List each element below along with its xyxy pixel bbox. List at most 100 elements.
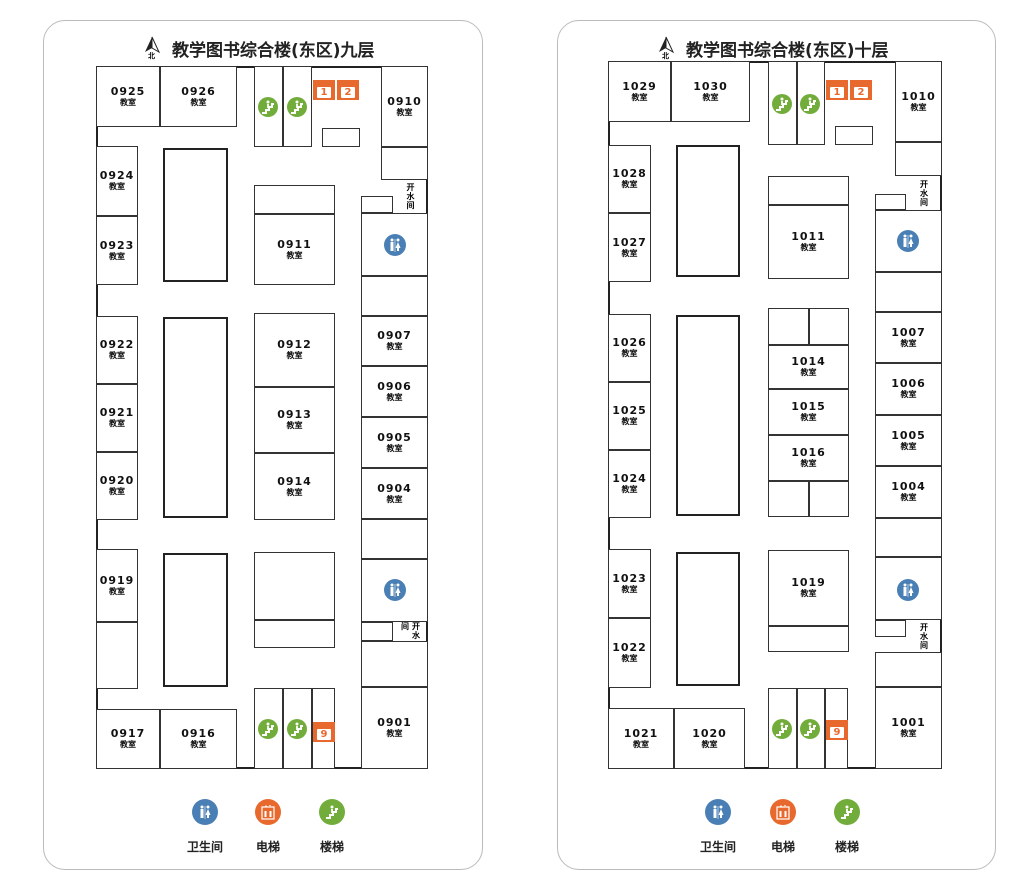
room-number: 0907 <box>377 329 412 342</box>
room-type: 教室 <box>800 459 817 468</box>
room-type: 教室 <box>386 392 403 402</box>
stairs-icon <box>287 719 307 739</box>
room-type: 教室 <box>621 584 638 594</box>
restroom-icon <box>384 234 406 256</box>
water-room: 开水间 <box>393 180 428 213</box>
room-number: 1015 <box>791 400 826 413</box>
legend-restroom-icon <box>192 799 218 825</box>
room-number: 0925 <box>110 84 146 98</box>
atrium-void <box>676 315 740 516</box>
elevator-1-marker: 1 <box>826 80 848 100</box>
unlabeled-space <box>875 272 942 312</box>
room-type: 教室 <box>621 180 638 189</box>
room-number: 1016 <box>791 446 826 459</box>
north-label: 北 <box>148 52 155 60</box>
elevator-9-marker: 9 <box>826 720 848 740</box>
elevator-number: 9 <box>830 727 844 738</box>
stairs-icon <box>772 719 792 739</box>
room-type: 教室 <box>900 390 917 399</box>
elevator-number: 2 <box>854 87 868 98</box>
legend-elevator-label: 电梯 <box>255 840 280 854</box>
unlabeled-space <box>322 128 360 147</box>
unlabeled-space <box>361 196 393 213</box>
water-room: 开水间 <box>906 176 942 210</box>
room-type: 教室 <box>800 368 817 377</box>
room-type: 教室 <box>621 417 638 426</box>
room-type: 教室 <box>190 740 207 749</box>
atrium-void <box>163 148 228 282</box>
room-number: 1027 <box>612 235 647 249</box>
restroom-icon <box>897 230 919 252</box>
room-number: 0916 <box>181 727 216 740</box>
room-type: 教室 <box>702 92 719 102</box>
room-number: 1004 <box>891 480 926 493</box>
room-number: 1029 <box>622 79 657 93</box>
room-number: 0906 <box>377 379 412 393</box>
room-type: 教室 <box>900 493 917 502</box>
room-number: 1010 <box>901 89 936 103</box>
room-number: 0913 <box>277 408 312 421</box>
elevator-number: 2 <box>341 87 355 98</box>
atrium-void <box>163 553 228 687</box>
unlabeled-space <box>835 126 873 145</box>
unlabeled-space <box>809 481 849 517</box>
legend-elevator-label: 电梯 <box>770 840 795 854</box>
restroom-icon <box>384 579 406 601</box>
room-type: 教室 <box>286 351 303 360</box>
room-type: 教室 <box>386 729 403 738</box>
water-room: 开水间 <box>906 620 942 652</box>
room-number: 0904 <box>377 481 412 495</box>
legend-stairs-icon <box>834 799 860 825</box>
legend-restroom-label: 卫生间 <box>186 840 223 854</box>
stairs-icon <box>800 94 820 114</box>
room-type: 教室 <box>900 338 917 348</box>
room-type: 教室 <box>109 182 125 191</box>
room-type: 教室 <box>631 92 648 102</box>
legend-restroom-icon <box>705 799 731 825</box>
room-number: 1020 <box>692 726 727 740</box>
atrium-void <box>676 552 740 686</box>
room-type: 教室 <box>286 421 303 430</box>
stairs-icon <box>287 97 307 117</box>
stairs-icon <box>800 719 820 739</box>
floor-title: 教学图书综合楼(东区)十层 <box>686 41 889 61</box>
floor-title: 教学图书综合楼(东区)九层 <box>172 41 375 61</box>
water-room-label: 开水间 <box>400 622 421 640</box>
unlabeled-space <box>875 620 906 637</box>
room-number: 0911 <box>277 237 312 251</box>
unlabeled-space <box>361 276 428 316</box>
room-number: 1022 <box>612 641 647 654</box>
unlabeled-space <box>809 308 849 345</box>
room-number: 0919 <box>99 573 135 587</box>
unlabeled-space <box>875 652 942 687</box>
room-number: 1006 <box>891 377 926 390</box>
room-number: 1007 <box>891 325 926 339</box>
legend-elevator-icon <box>770 799 796 825</box>
room-type: 教室 <box>109 586 125 596</box>
elevator-number: 1 <box>317 87 331 98</box>
